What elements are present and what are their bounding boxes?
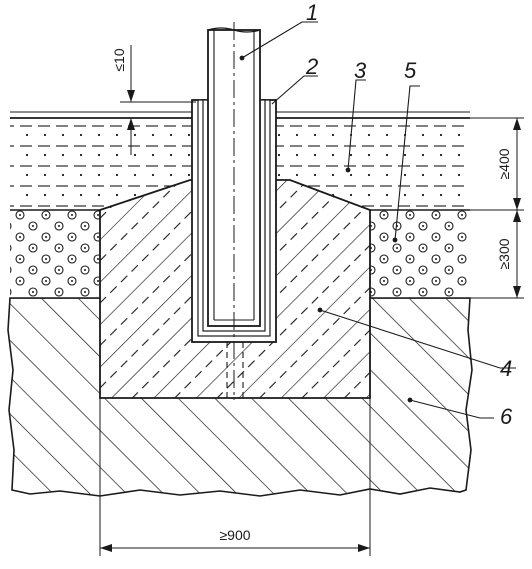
- dimension-top-layer-label: ≥400: [496, 148, 512, 179]
- dimension-gap: ≤10: [111, 45, 196, 155]
- dimension-width-label: ≥900: [219, 527, 250, 543]
- dimension-gap-label: ≤10: [111, 48, 127, 71]
- callout-6: 6: [500, 404, 513, 429]
- dimension-width: ≥900: [99, 398, 371, 556]
- callout-4: 4: [500, 356, 512, 381]
- dimension-mid-layer-label: ≥300: [496, 238, 512, 269]
- dimension-right: ≥400 ≥300: [470, 117, 524, 299]
- callout-1: 1: [306, 0, 318, 25]
- callout-5: 5: [404, 58, 417, 83]
- callout-3: 3: [354, 58, 367, 83]
- leaders: [241, 21, 516, 419]
- callout-2: 2: [305, 54, 318, 79]
